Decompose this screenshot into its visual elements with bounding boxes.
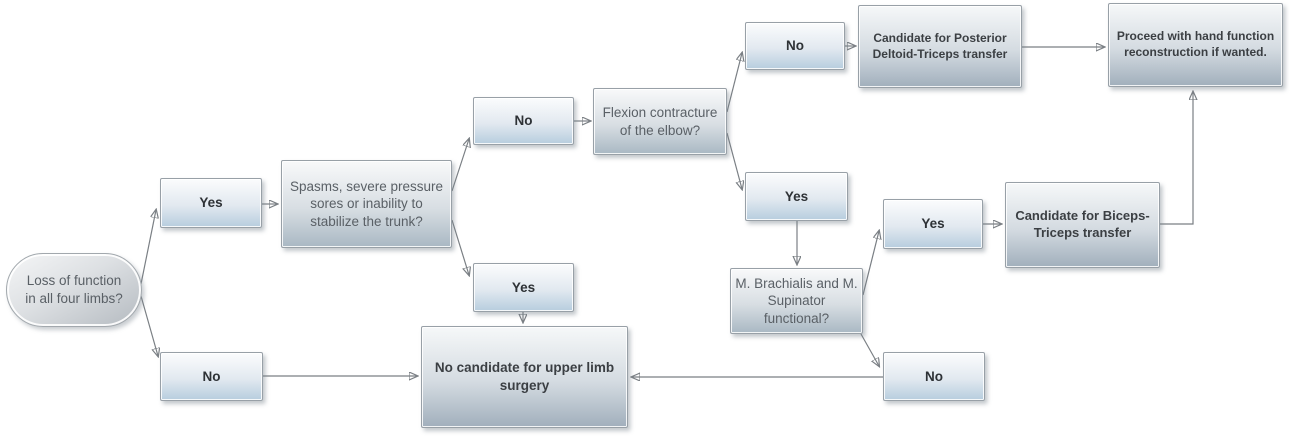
edge-brachialis-to-no4 [860,333,879,366]
edge-spasms-to-yes2 [451,219,469,275]
edge-flexion-to-yes3 [726,132,742,189]
node-no-to-no-candidate: No [160,352,263,401]
node-no-to-no-candidate-2: No [883,352,985,401]
node-yes-to-brachialis-question: Yes [745,172,848,221]
node-flexion-contracture-question: Flexion contracture of the elbow? [593,88,727,155]
node-no-candidate-upper-limb-surgery: No candidate for upper limb surgery [421,326,628,428]
node-spasms-question: Spasms, severe pressure sores or inabili… [281,160,452,248]
edge-flexion-to-no3 [726,53,742,113]
node-posterior-deltoid-triceps-transfer: Candidate for Posterior Deltoid-Triceps … [858,5,1022,88]
node-loss-of-function-start: Loss of function in all four limbs? [6,253,142,327]
node-yes-to-biceps-transfer: Yes [883,199,983,249]
edge-biceps-to-proceed [1160,92,1193,225]
node-yes-to-no-candidate: Yes [473,263,574,312]
edge-brachialis-to-yes4 [862,231,879,296]
node-no-to-deltoid-transfer: No [745,22,845,70]
node-yes-to-spasms: Yes [160,178,262,228]
node-brachialis-supinator-question: M. Brachialis and M. Supinator functiona… [730,268,863,334]
edge-start-to-yes1 [140,210,156,285]
node-no-to-flexion: No [473,97,574,145]
node-biceps-triceps-transfer: Candidate for Biceps-Triceps transfer [1005,182,1160,268]
edge-start-to-no1 [140,295,158,356]
edge-spasms-to-no2 [451,139,469,192]
node-proceed-hand-function-reconstruction: Proceed with hand function reconstructio… [1108,3,1283,87]
